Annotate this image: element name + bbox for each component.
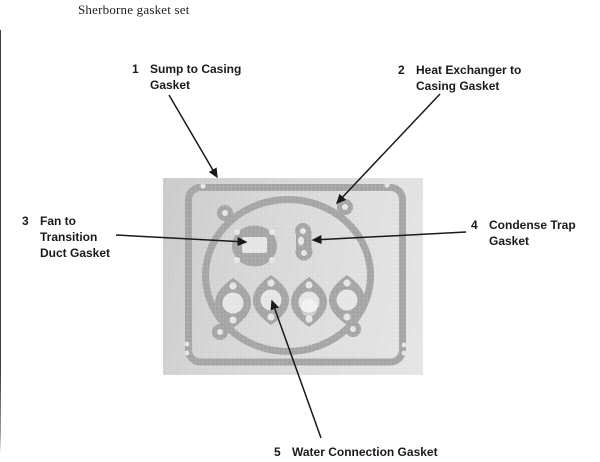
callout-label: Heat Exchanger to Casing Gasket	[416, 63, 522, 93]
callout-number: 3	[22, 214, 29, 228]
callout-label: Sump to Casing Gasket	[150, 62, 242, 92]
callout-label: Fan to Transition Duct Gasket	[40, 214, 111, 260]
page-edge-line	[0, 30, 1, 454]
arrow-sump-gasket	[168, 94, 218, 179]
page-title: Sherborne gasket set	[78, 2, 190, 17]
callout-condense-trap: 4 Condense Trap Gasket	[471, 217, 589, 249]
callout-number: 1	[132, 62, 139, 76]
callout-number: 4	[471, 218, 478, 232]
callout-number: 2	[398, 63, 405, 77]
callout-number: 5	[274, 445, 281, 459]
callout-label: Water Connection Gasket	[292, 445, 438, 459]
callout-heat-exchanger: 2 Heat Exchanger to Casing Gasket	[398, 62, 524, 94]
callout-label: Condense Trap Gasket	[489, 218, 576, 248]
callout-sump-to-casing: 1 Sump to Casing Gasket	[132, 61, 246, 93]
gasket-set-photo	[163, 178, 423, 375]
callout-fan-transition-duct: 3 Fan to Transition Duct Gasket	[22, 213, 120, 261]
callout-water-connection: 5 Water Connection Gasket	[274, 444, 438, 460]
gasket-shapes	[163, 178, 423, 375]
